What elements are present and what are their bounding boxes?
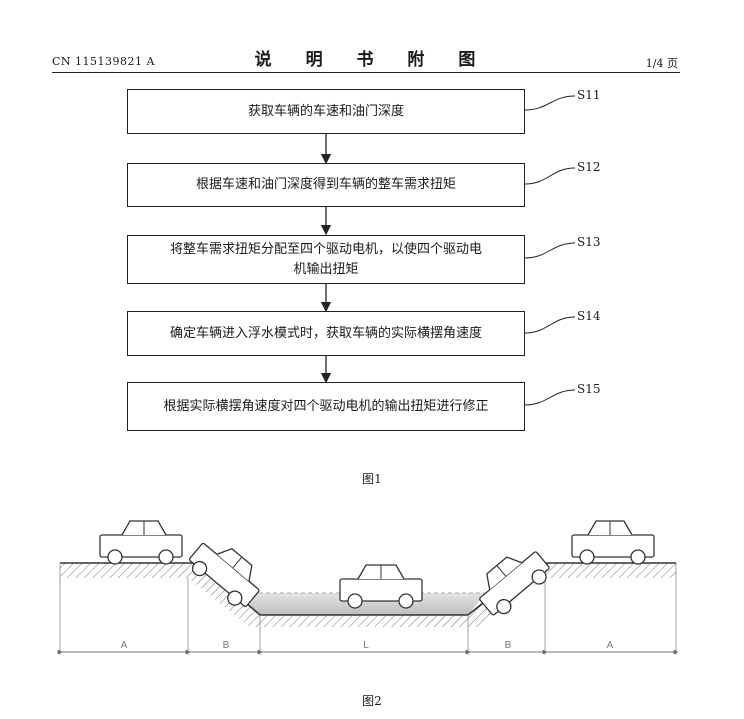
patent-number: CN 115139821 A	[52, 55, 155, 68]
step-s14-label: S14	[577, 309, 601, 323]
page-header-title: 说 明 书 附 图	[254, 50, 490, 70]
header-rule	[52, 72, 680, 73]
dim-label-a-left: A	[121, 640, 128, 651]
car-right-road	[571, 520, 655, 565]
car-descending-slope	[189, 542, 260, 607]
step-s14-text: 确定车辆进入浮水模式时，获取车辆的实际横摆角速度	[169, 325, 482, 341]
step-s11-label: S11	[577, 88, 601, 102]
step-s15-label: S15	[577, 382, 601, 396]
figure2-caption: 图2	[362, 694, 382, 708]
leader-s14	[524, 316, 576, 334]
step-s13-label: S13	[577, 235, 601, 249]
car-left-road	[99, 520, 183, 565]
leader-s13	[524, 242, 576, 259]
figure1-caption: 图1	[362, 472, 382, 486]
car-ascending-slope	[479, 551, 550, 616]
step-s13-box: 将整车需求扭矩分配至四个驱动电机，以使四个驱动电机输出扭矩	[127, 235, 525, 284]
leader-s12	[524, 167, 576, 185]
dim-label-b-left: B	[223, 640, 230, 651]
leader-s15	[524, 389, 576, 406]
step-s11-text: 获取车辆的车速和油门深度	[247, 103, 404, 119]
dim-label-b-right: B	[505, 640, 512, 651]
leader-s11	[524, 95, 576, 111]
step-s11-box: 获取车辆的车速和油门深度	[127, 89, 525, 134]
step-s15-text: 根据实际横摆角速度对四个驱动电机的输出扭矩进行修正	[163, 398, 489, 414]
step-s14-box: 确定车辆进入浮水模式时，获取车辆的实际横摆角速度	[127, 311, 525, 356]
car-in-water	[339, 564, 423, 609]
step-s12-label: S12	[577, 160, 601, 174]
dim-label-l: L	[363, 640, 369, 651]
dim-label-a-right: A	[607, 640, 614, 651]
step-s13-text: 将整车需求扭矩分配至四个驱动电机，以使四个驱动电机输出扭矩	[169, 241, 482, 277]
step-s12-box: 根据车速和油门深度得到车辆的整车需求扭矩	[127, 163, 525, 207]
page-number: 1/4 页	[645, 57, 678, 70]
step-s12-text: 根据车速和油门深度得到车辆的整车需求扭矩	[195, 177, 456, 192]
step-s15-box: 根据实际横摆角速度对四个驱动电机的输出扭矩进行修正	[127, 382, 525, 431]
ground-surface	[60, 562, 676, 616]
